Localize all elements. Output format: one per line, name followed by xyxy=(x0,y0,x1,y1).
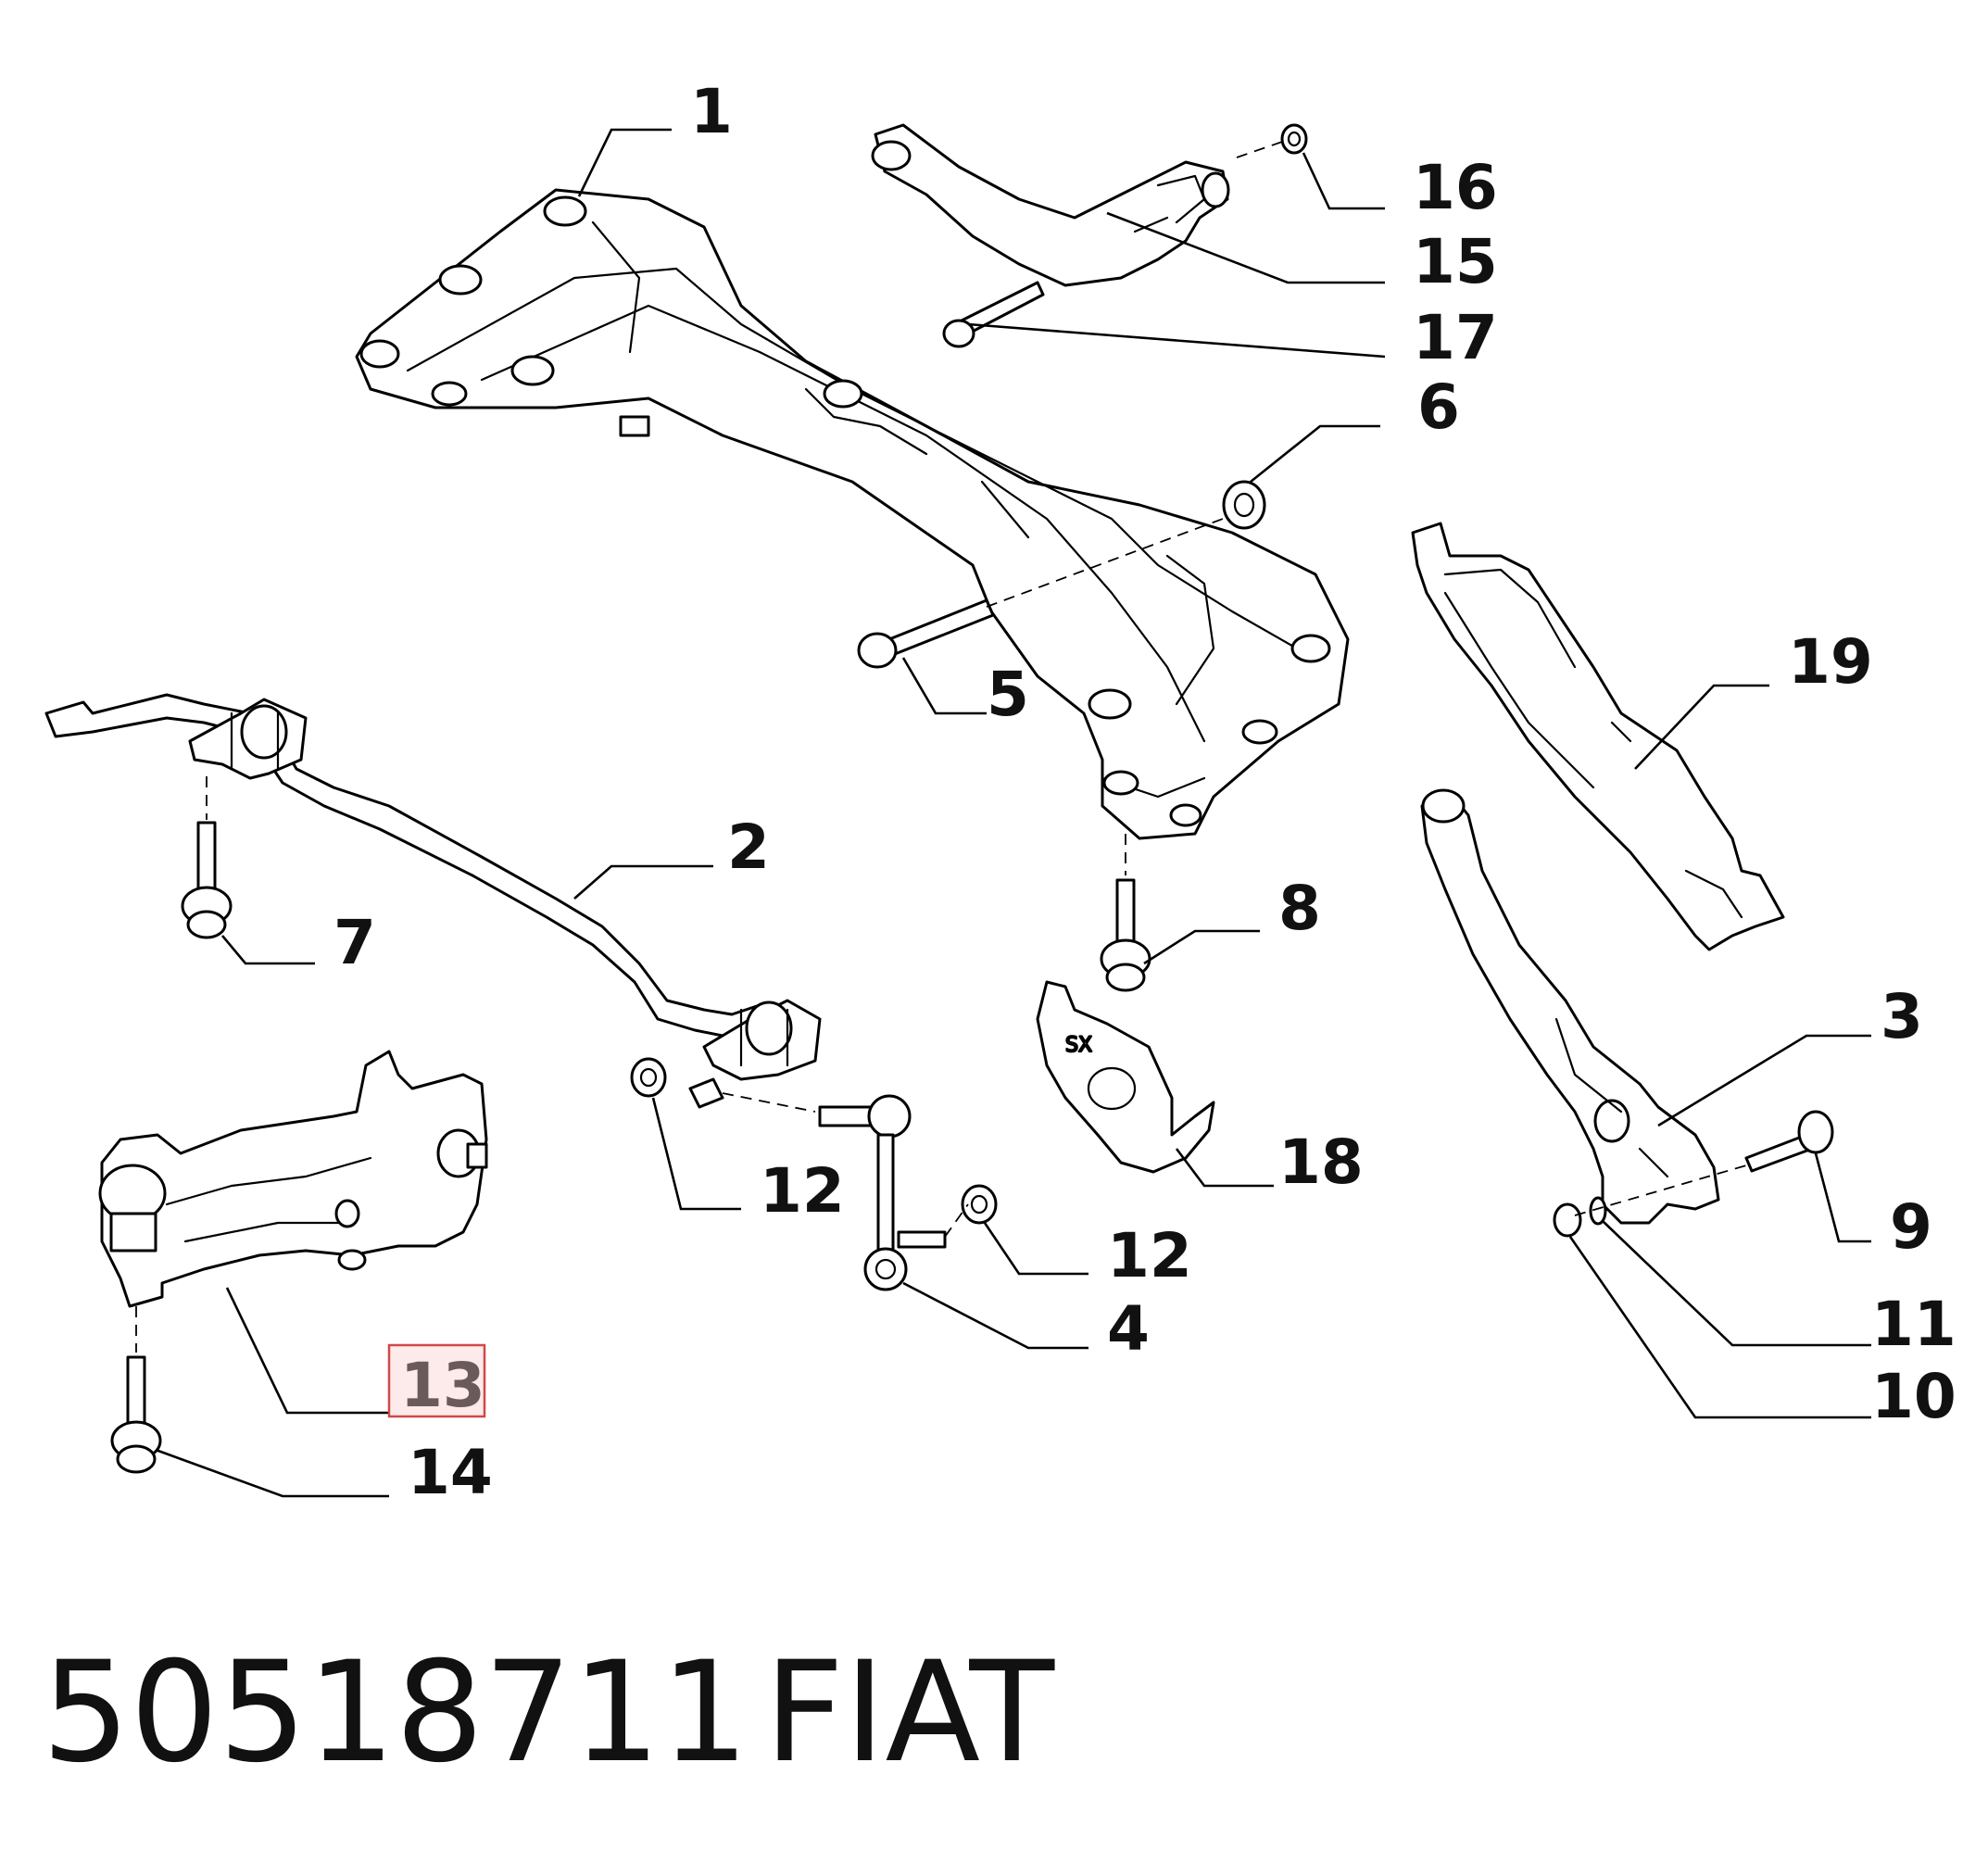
brand-name: FIAT xyxy=(764,1632,1055,1794)
callout-13: 13 xyxy=(400,1350,485,1421)
part-nut-12-right xyxy=(961,1184,998,1225)
part-bolt-8 xyxy=(1100,878,1151,992)
callout-labels: 1 16 15 17 6 5 19 2 7 8 3 12 18 12 4 9 1… xyxy=(333,76,1957,1508)
callout-17: 17 xyxy=(1413,302,1498,373)
side-marking-text: SX xyxy=(1065,1034,1092,1057)
highlight-box xyxy=(387,1343,486,1418)
part-washer-11 xyxy=(1589,1196,1607,1226)
callout-9: 9 xyxy=(1890,1191,1932,1263)
callout-8: 8 xyxy=(1278,873,1321,944)
part-nut-10 xyxy=(1553,1202,1582,1238)
callout-2: 2 xyxy=(727,812,770,883)
part-bolt-17 xyxy=(942,281,1045,348)
leader-lines xyxy=(155,128,1871,1498)
callout-10: 10 xyxy=(1871,1361,1957,1432)
footer: 50518711 FIAT xyxy=(42,1632,1055,1794)
part-lower-arm-3 xyxy=(1420,788,1720,1225)
part-nut-6 xyxy=(1222,480,1266,530)
callout-12-right: 12 xyxy=(1107,1220,1192,1291)
callout-7: 7 xyxy=(333,907,376,978)
part-bolt-7 xyxy=(181,821,233,939)
callout-3: 3 xyxy=(1881,981,1923,1052)
callout-6: 6 xyxy=(1417,371,1460,443)
callout-19: 19 xyxy=(1788,626,1873,698)
part-stabilizer-link xyxy=(818,1094,947,1291)
part-upper-link xyxy=(871,123,1230,287)
callout-14: 14 xyxy=(408,1437,493,1508)
callout-4: 4 xyxy=(1107,1293,1150,1365)
part-nut-12-left xyxy=(630,1057,667,1098)
part-heat-shield-19 xyxy=(1411,522,1785,951)
part-bolt-9 xyxy=(1744,1110,1834,1173)
part-cover-18: SX xyxy=(1036,980,1215,1174)
callout-18: 18 xyxy=(1278,1127,1364,1198)
part-bolt-14 xyxy=(110,1355,162,1474)
callout-15: 15 xyxy=(1413,226,1498,297)
part-stabilizer-bar xyxy=(44,693,822,1109)
callout-11: 11 xyxy=(1871,1289,1957,1360)
part-nut-16 xyxy=(1280,123,1308,155)
callout-12-left: 12 xyxy=(760,1155,845,1227)
part-bolt-5 xyxy=(857,598,995,669)
part-crossmember xyxy=(355,188,1350,840)
assembly-axes xyxy=(135,140,1747,1353)
part-bracket-13 xyxy=(98,1050,488,1308)
callout-16: 16 xyxy=(1413,152,1498,223)
part-number: 50518711 xyxy=(42,1632,749,1794)
callout-5: 5 xyxy=(987,659,1029,730)
callout-1: 1 xyxy=(690,76,733,147)
